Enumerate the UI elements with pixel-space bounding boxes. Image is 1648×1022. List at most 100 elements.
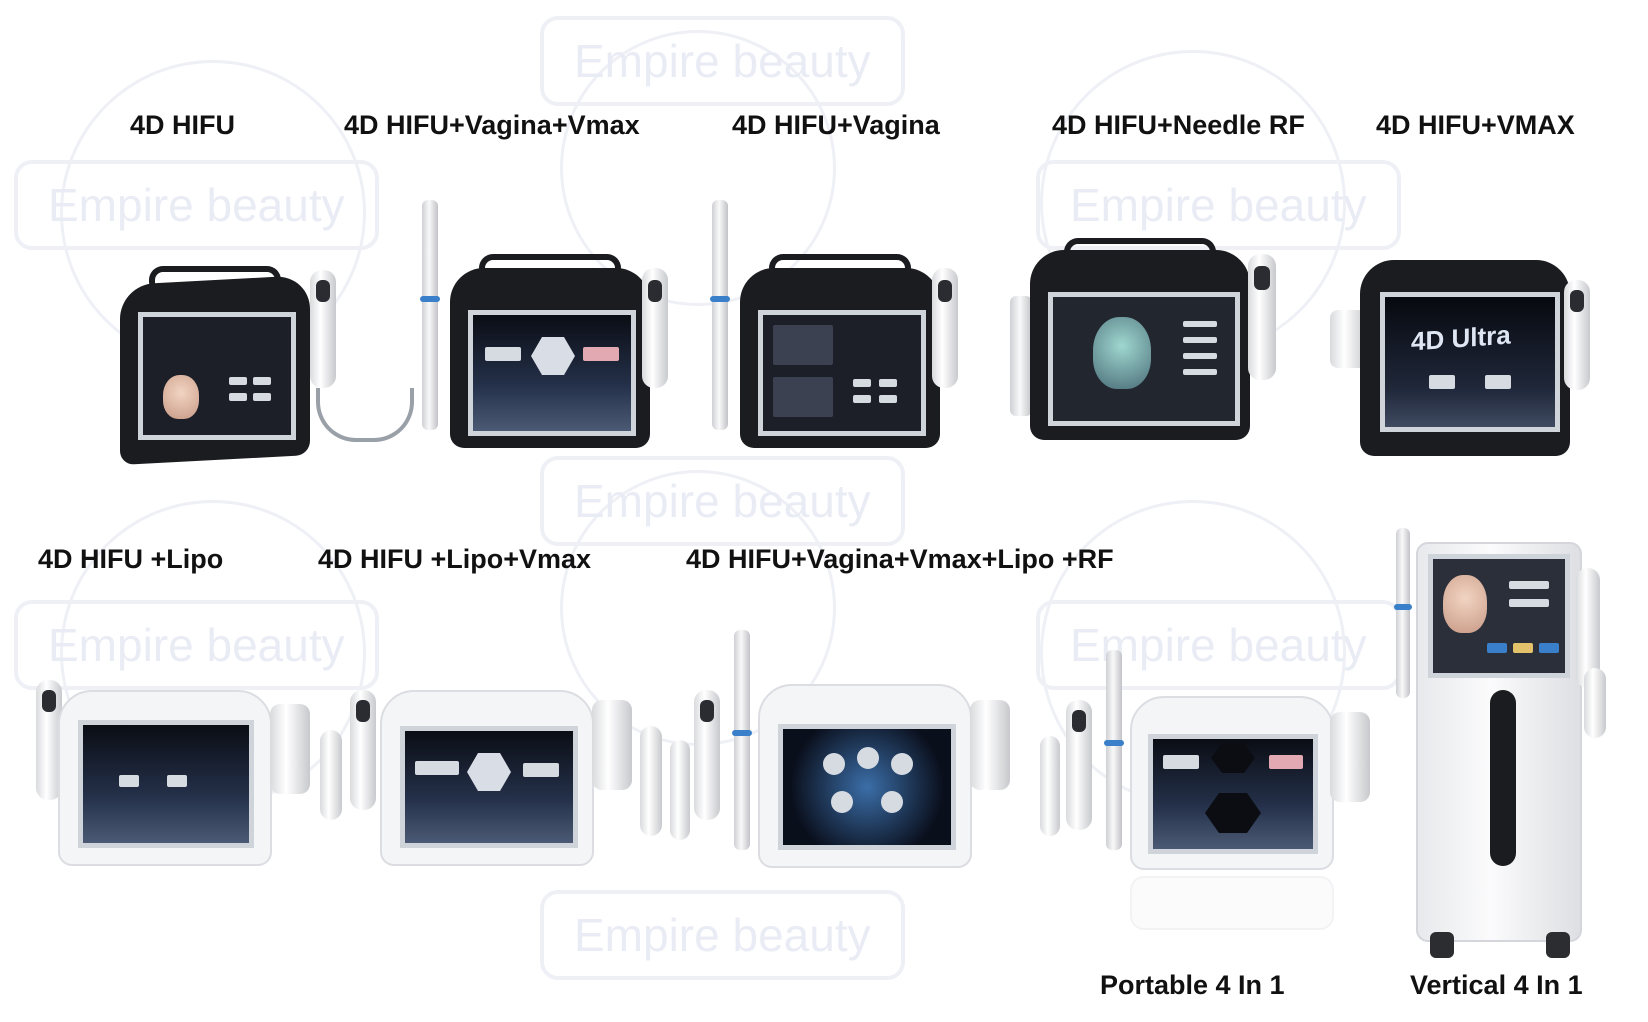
watermark: Empire beauty [540,890,905,980]
device-screen [400,726,578,848]
face-3d-image [1093,317,1151,389]
screen-button [229,393,247,401]
probe-tip [1072,710,1086,732]
face-image [1443,575,1487,633]
lipo-handpiece [970,700,1010,790]
probe-tip [700,700,714,722]
cartridge-graphic [415,761,459,775]
cartridge-graphic [119,775,139,787]
rf-handpiece [640,726,662,836]
cartridge-graphic [1429,375,1455,389]
product-label-4d-hifu-vagina-vmax-lipo-rf: 4D HIFU+Vagina+Vmax+Lipo +RF [686,544,1114,574]
product-label-vertical-4-in-1: Vertical 4 In 1 [1410,970,1583,1000]
wand-band [710,296,730,302]
vagina-wand [712,200,728,430]
face-image [163,375,199,419]
screen-setting [1183,321,1217,327]
product-label-4d-hifu-vagina-vmax: 4D HIFU+Vagina+Vmax [344,110,640,140]
hexagon-graphic [531,337,575,375]
wand-band [1104,740,1124,746]
watermark: Empire beauty [14,600,379,690]
device-4d-hifu-needle-rf [1000,238,1300,450]
vagina-wand [1396,528,1410,698]
device-screen [778,724,956,850]
vagina-wand [1106,650,1122,850]
vagina-wand [734,630,750,850]
carry-handle [1064,238,1216,272]
ultra-logo: 4D Ultra [1411,319,1511,357]
hexagon-graphic [1205,793,1261,833]
carry-handle [149,266,281,296]
wand-band [420,296,440,302]
screen-setting [1183,369,1217,375]
device-vertical-4-in-1 [1390,528,1630,968]
probe-tip [316,280,330,302]
lipo-handpiece [592,700,632,790]
device-screen [468,310,636,436]
screen-button [229,377,247,385]
product-label-4d-hifu-lipo: 4D HIFU +Lipo [38,544,224,574]
lipo-handpiece [270,704,310,794]
screen-setting [1183,353,1217,359]
screen-button [1513,643,1533,653]
screen-button [853,379,871,387]
watermark: Empire beauty [540,456,905,546]
probe-tip [938,280,952,302]
device-4d-hifu [120,266,420,470]
device-screen [78,720,254,848]
screen-button [253,377,271,385]
hexagon-graphic [467,753,511,791]
wand-band [732,730,752,736]
carry-handle [769,254,911,286]
treatment-icon [823,753,845,775]
watermark: Empire beauty [540,16,905,106]
hexagon-graphic [1211,743,1255,773]
probe-tip [1570,290,1584,312]
screen-button [853,395,871,403]
product-label-4d-hifu-vmax: 4D HIFU+VMAX [1376,110,1575,140]
vmax-probe [1584,668,1606,738]
device-screen [1428,554,1570,678]
carry-handle [479,254,621,286]
device-4d-hifu-lipo-vmax [320,690,640,870]
caster-wheel [1430,932,1454,958]
probe-tip [648,280,662,302]
screen-button [253,393,271,401]
cartridge-graphic [167,775,187,787]
device-screen [758,310,926,436]
screen-button [879,395,897,403]
vmax-probe [670,740,690,840]
product-label-4d-hifu-needle-rf: 4D HIFU+Needle RF [1052,110,1305,140]
watermark: Empire beauty [14,160,379,250]
probe-tip [1254,266,1270,290]
product-label-4d-hifu-lipo-vmax: 4D HIFU +Lipo+Vmax [318,544,592,574]
screen-panel [773,325,833,365]
device-reflection [1130,876,1334,930]
screen-setting [1509,581,1549,589]
cartridge-graphic [485,347,521,361]
screen-button [1539,643,1559,653]
caster-wheel [1546,932,1570,958]
device-portable-4-in-1 [1040,640,1380,940]
treatment-icon [857,747,879,769]
probe-tip [42,690,56,712]
front-panel-slot [1490,690,1516,866]
screen-button [1487,643,1507,653]
probe-tip [356,700,370,722]
product-label-4d-hifu-vagina: 4D HIFU+Vagina [732,110,940,140]
vmax-probe [1040,736,1060,836]
device-screen [1048,292,1240,426]
device-screen [1148,734,1318,854]
watermark-ring [560,30,836,306]
vmax-probe [320,730,342,820]
device-4d-hifu-vagina [700,200,970,450]
watermark: Empire beauty [1036,160,1401,250]
wand-band [1394,604,1412,610]
device-4d-hifu-vagina-vmax-lipo-rf [640,630,1020,870]
product-label-4d-hifu: 4D HIFU [130,110,236,140]
screen-button [879,379,897,387]
screen-setting [1509,599,1549,607]
device-4d-hifu-lipo [30,680,330,870]
product-label-portable-4-in-1: Portable 4 In 1 [1100,970,1285,1000]
cartridge-graphic [583,347,619,361]
